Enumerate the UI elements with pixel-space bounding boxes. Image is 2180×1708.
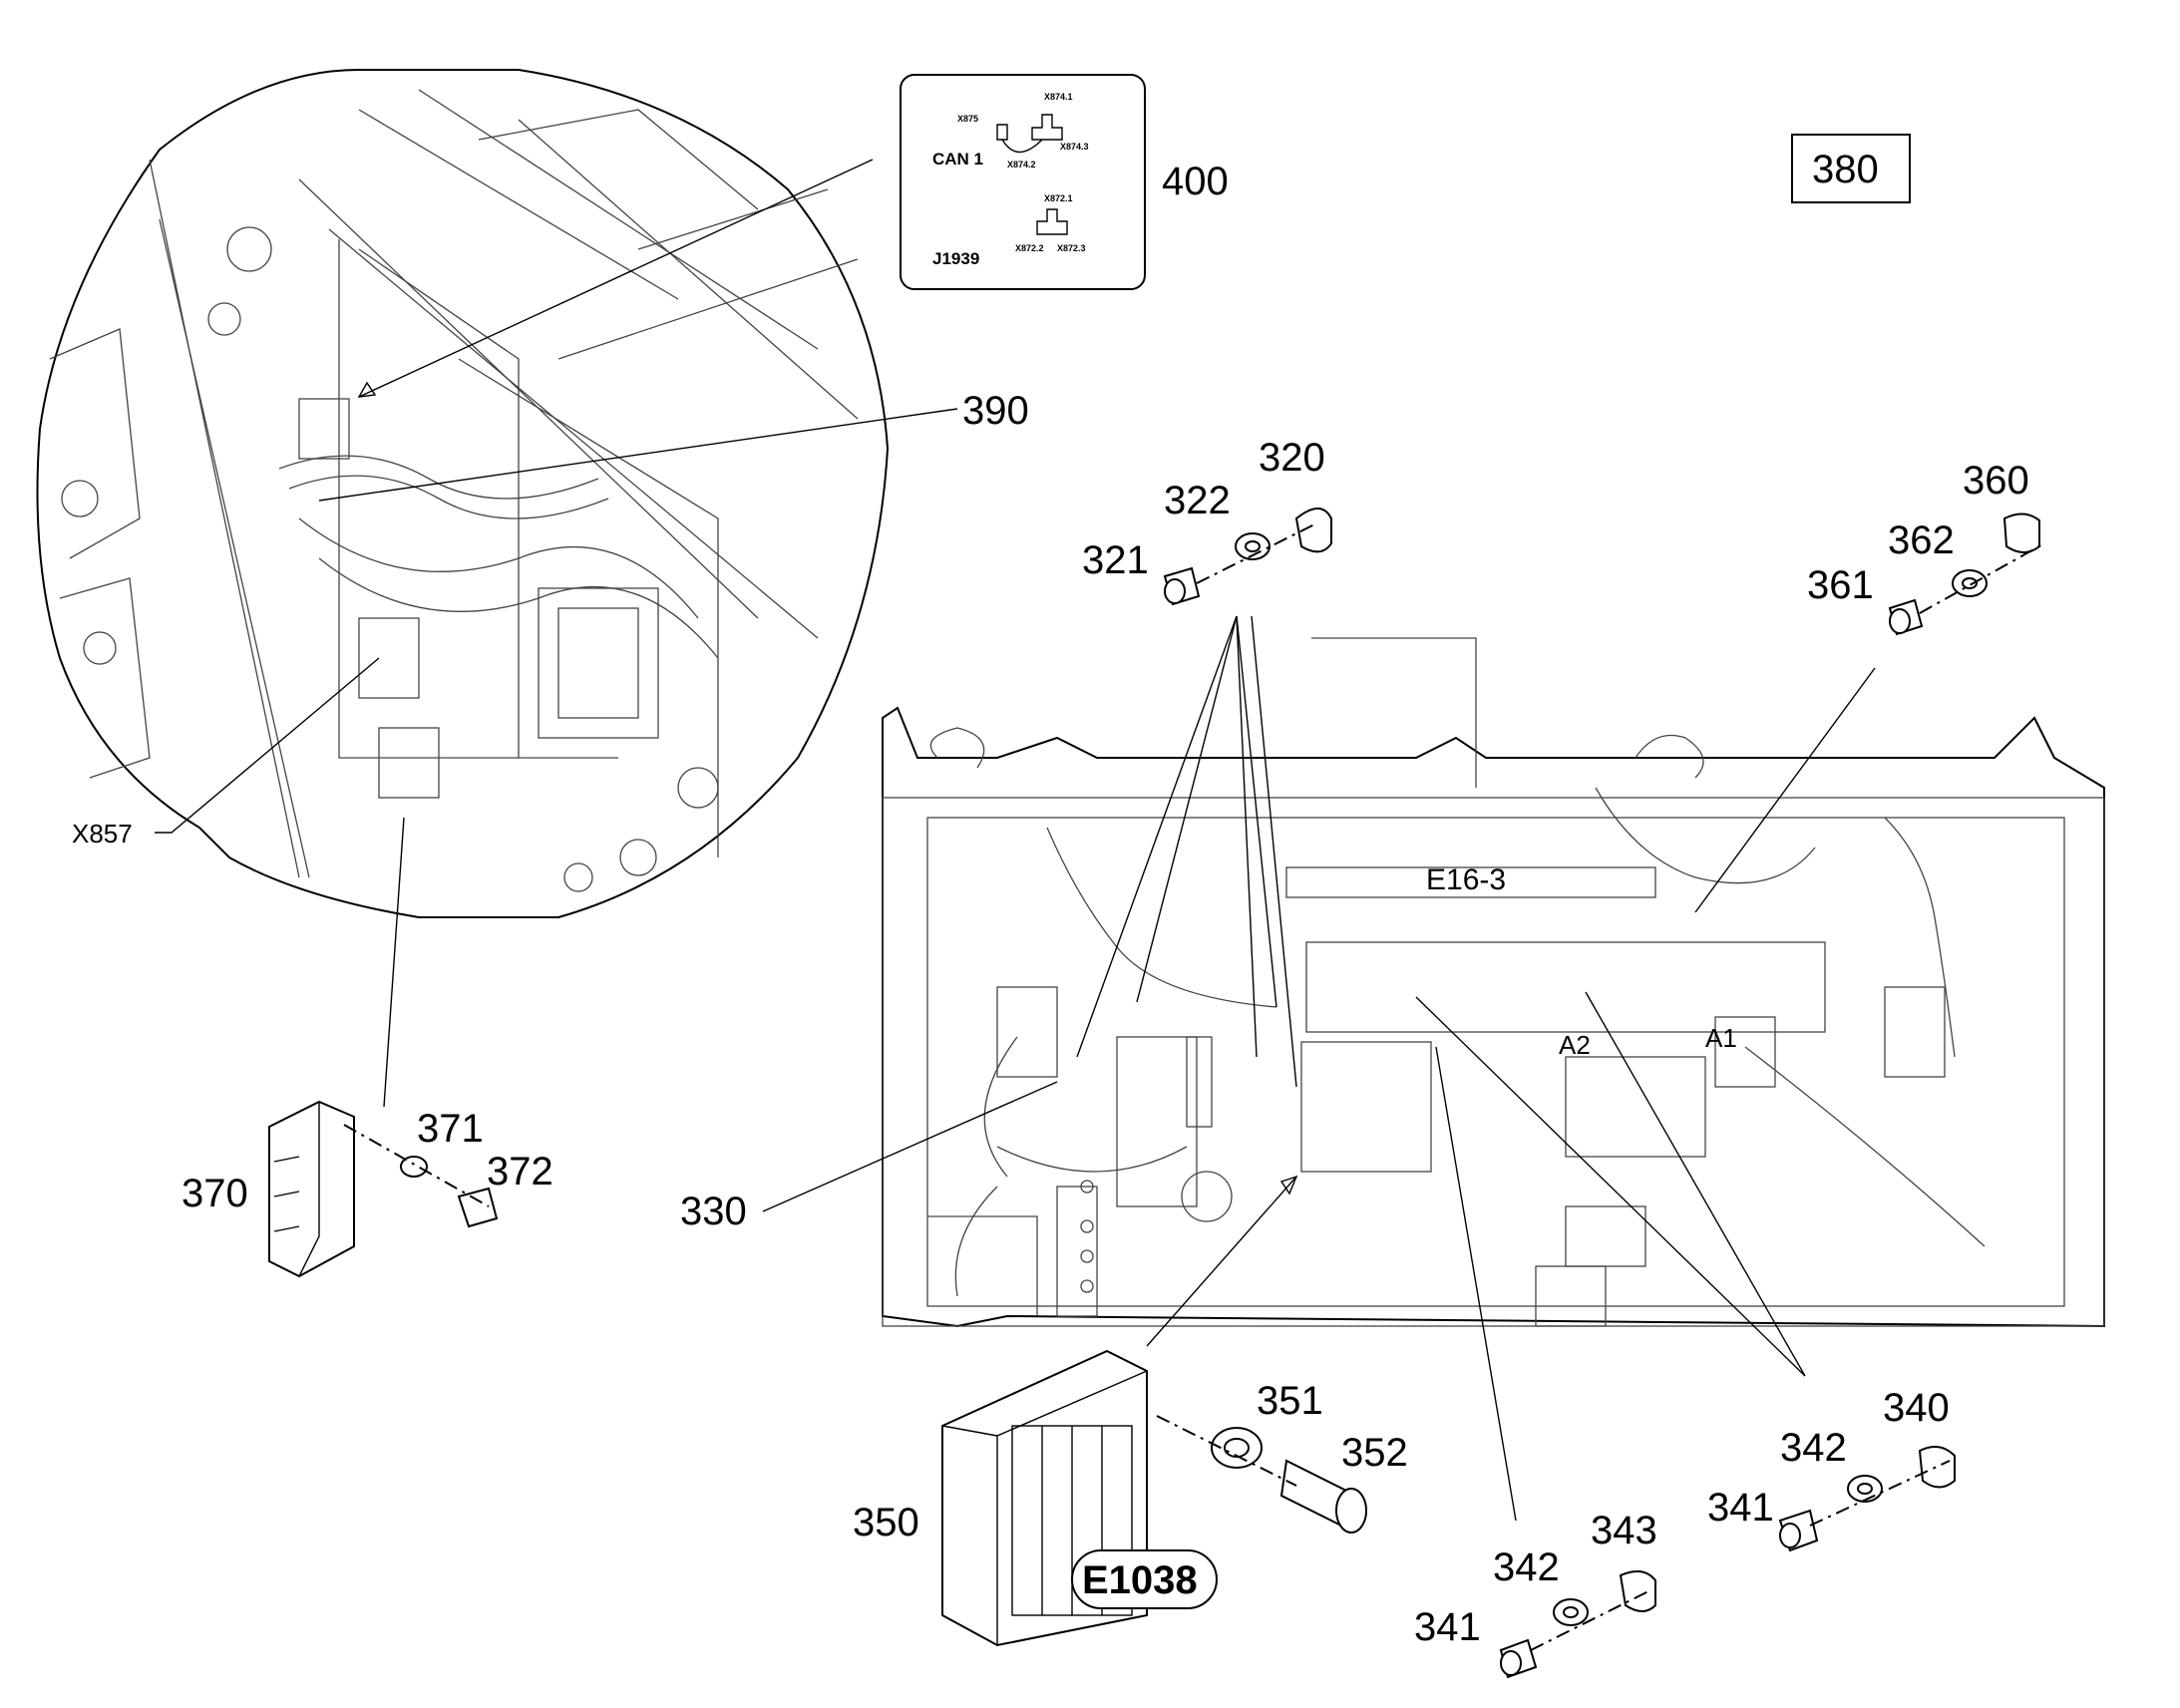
label-380: 380	[1812, 148, 1879, 191]
component-labels: X857 E16-3 E1038 A2 A1	[72, 819, 1737, 1602]
x874-3-label: X874.3	[1060, 142, 1089, 152]
label-370: 370	[182, 1172, 248, 1215]
label-330: 330	[680, 1190, 747, 1233]
label-341-upper: 341	[1707, 1486, 1774, 1530]
module-370	[268, 1100, 499, 1278]
part-number-labels: 400 380 390 320 322 321 360 362 361 371 …	[182, 148, 2029, 1649]
j1939-label: J1939	[932, 249, 979, 268]
label-350: 350	[853, 1501, 919, 1544]
label-400: 400	[1162, 160, 1229, 203]
machine-assembly-view	[882, 637, 2105, 1328]
can-bus-inset: CAN 1 J1939 X875 X874.1 X874.2 X874.3 X8…	[900, 74, 1146, 290]
label-e1038: E1038	[1082, 1558, 1198, 1602]
label-342-lower: 342	[1493, 1545, 1560, 1589]
label-343: 343	[1591, 1509, 1657, 1552]
label-360: 360	[1963, 459, 2029, 503]
junction-box-350	[941, 1349, 1367, 1647]
x875-label: X875	[957, 114, 978, 124]
label-352: 352	[1341, 1431, 1408, 1475]
label-322: 322	[1164, 479, 1231, 522]
label-361: 361	[1807, 563, 1874, 607]
e1038-badge	[1071, 1549, 1218, 1609]
can1-label: CAN 1	[932, 150, 983, 169]
label-371: 371	[417, 1107, 484, 1151]
leader-lines	[155, 159, 1876, 1522]
label-x857: X857	[72, 819, 133, 849]
label-321: 321	[1082, 538, 1149, 582]
ref-box-380	[1791, 134, 1911, 203]
label-342-upper: 342	[1780, 1426, 1847, 1470]
label-341-lower: 341	[1414, 1605, 1481, 1649]
detail-circle-view	[36, 69, 890, 918]
x872-2-label: X872.2	[1015, 243, 1044, 253]
clamp-set-320	[1163, 508, 1332, 606]
label-372: 372	[487, 1150, 553, 1194]
clamp-set-343	[1499, 1570, 1656, 1679]
label-320: 320	[1259, 436, 1325, 480]
label-390: 390	[962, 389, 1029, 433]
label-340: 340	[1883, 1386, 1950, 1430]
clamp-set-340	[1778, 1446, 1956, 1552]
clamp-set-360	[1888, 512, 2045, 636]
label-e16-3: E16-3	[1426, 863, 1506, 896]
label-351: 351	[1257, 1379, 1323, 1423]
x872-1-label: X872.1	[1044, 193, 1073, 203]
label-a1: A1	[1705, 1023, 1737, 1053]
x872-3-label: X872.3	[1057, 243, 1086, 253]
x874-1-label: X874.1	[1044, 92, 1073, 102]
x874-2-label: X874.2	[1007, 160, 1036, 170]
label-a2: A2	[1559, 1030, 1591, 1060]
label-362: 362	[1888, 518, 1955, 562]
